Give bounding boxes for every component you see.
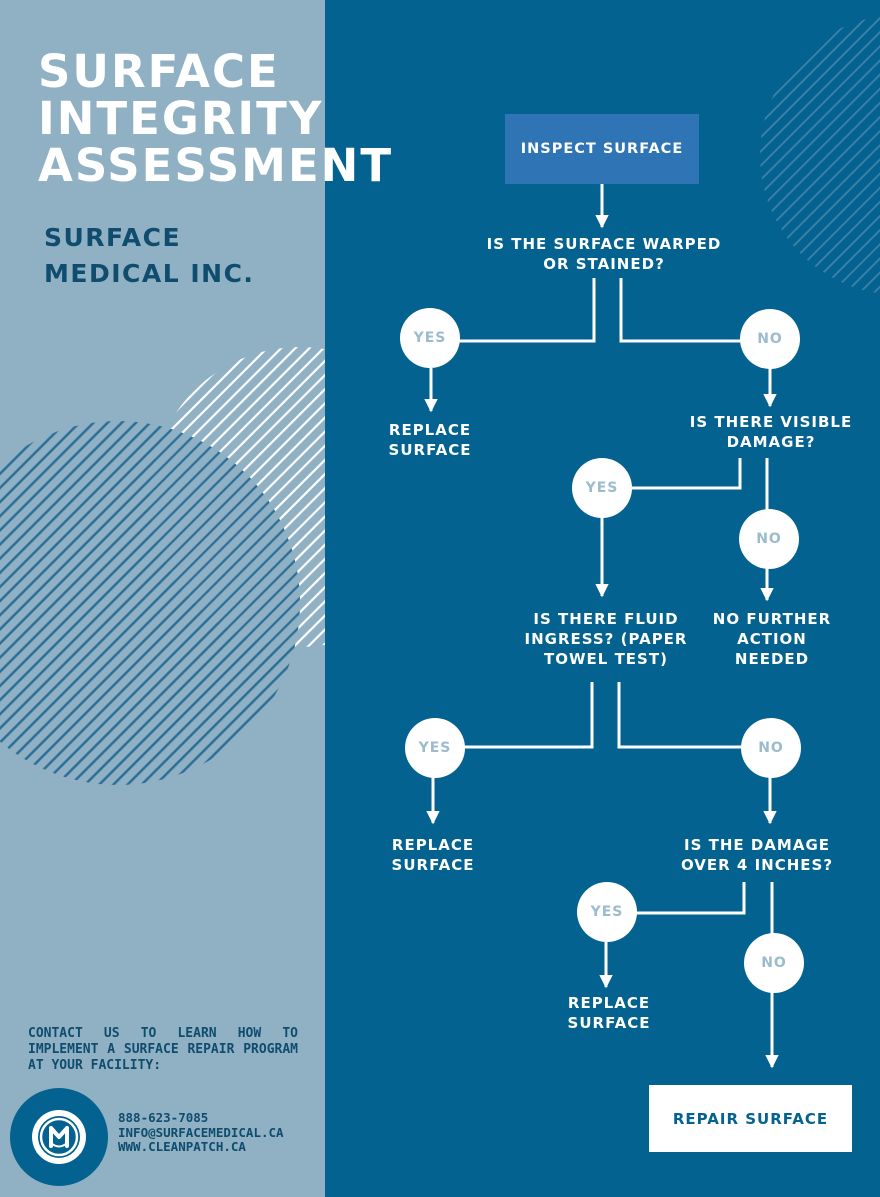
question-line: DAMAGE? <box>726 433 816 451</box>
outcome-line: ACTION <box>737 630 807 648</box>
page-title: SURFACE INTEGRITY ASSESSMENT <box>38 48 393 189</box>
connector-q3-no <box>617 682 742 749</box>
outcome-line: NEEDED <box>734 650 810 668</box>
title-line: SURFACE <box>38 45 280 98</box>
outcome-replace-surface: REPLACE SURFACE <box>568 993 651 1033</box>
contact-message: CONTACT US TO LEARN HOW TO IMPLEMENT A S… <box>28 1026 298 1073</box>
connector-q1-yes <box>459 278 596 343</box>
outcome-line: NO FURTHER <box>712 610 832 628</box>
outcome-line: REPLACE <box>391 836 475 854</box>
question-line: IS THE SURFACE WARPED <box>486 235 722 253</box>
question-warped-or-stained: IS THE SURFACE WARPED OR STAINED? <box>487 234 722 274</box>
outcome-replace-surface: REPLACE SURFACE <box>392 835 475 875</box>
connector-q3-yes <box>464 682 594 749</box>
outcome-line: REPLACE <box>567 994 651 1012</box>
outcome-replace-surface: REPLACE SURFACE <box>389 420 472 460</box>
company-name: SURFACE MEDICAL INC. <box>44 220 254 292</box>
connector-q4-yes <box>636 882 746 915</box>
outcome-no-further-action: NO FURTHER ACTION NEEDED <box>713 609 831 669</box>
connector-q1-no <box>619 278 741 343</box>
answer-no-circle: NO <box>740 309 800 369</box>
question-line: IS THERE VISIBLE <box>689 413 853 431</box>
company-line: SURFACE <box>44 223 182 252</box>
title-line: INTEGRITY <box>38 92 324 145</box>
company-logo <box>10 1088 108 1186</box>
question-line: IS THERE FLUID <box>533 610 679 628</box>
hatch-circle-dark <box>0 421 300 785</box>
answer-yes-circle: YES <box>405 718 465 778</box>
outcome-line: SURFACE <box>567 1014 651 1032</box>
outcome-line: SURFACE <box>391 856 475 874</box>
answer-no-circle: NO <box>739 509 799 569</box>
question-visible-damage: IS THERE VISIBLE DAMAGE? <box>690 412 852 452</box>
answer-yes-circle: YES <box>400 308 460 368</box>
end-box-repair-surface: REPAIR SURFACE <box>649 1085 852 1152</box>
question-line: OVER 4 INCHES? <box>680 856 834 874</box>
answer-yes-circle: YES <box>577 882 637 942</box>
question-damage-over-4-inches: IS THE DAMAGE OVER 4 INCHES? <box>681 835 833 875</box>
contact-details: 888-623-7085 INFO@SURFACEMEDICAL.CA WWW.… <box>118 1110 284 1155</box>
hatch-circle-faint <box>760 16 880 294</box>
contact-email: INFO@SURFACEMEDICAL.CA <box>118 1124 284 1140</box>
contact-phone: 888-623-7085 <box>118 1110 209 1125</box>
connector-q2-yes <box>632 458 742 490</box>
question-line: INGRESS? (PAPER <box>524 630 688 648</box>
outcome-line: SURFACE <box>388 441 472 459</box>
answer-no-circle: NO <box>744 933 804 993</box>
answer-yes-circle: YES <box>572 458 632 518</box>
start-box-inspect-surface: INSPECT SURFACE <box>505 114 699 184</box>
outcome-line: REPLACE <box>388 421 472 439</box>
question-fluid-ingress: IS THERE FLUID INGRESS? (PAPER TOWEL TES… <box>525 609 688 669</box>
title-line: ASSESSMENT <box>38 139 394 192</box>
company-line: MEDICAL INC. <box>44 259 255 288</box>
logo-mark-icon <box>32 1110 86 1164</box>
contact-website: WWW.CLEANPATCH.CA <box>118 1139 246 1154</box>
question-line: IS THE DAMAGE <box>683 836 830 854</box>
question-line: OR STAINED? <box>543 255 665 273</box>
answer-no-circle: NO <box>741 718 801 778</box>
question-line: TOWEL TEST) <box>544 650 668 668</box>
